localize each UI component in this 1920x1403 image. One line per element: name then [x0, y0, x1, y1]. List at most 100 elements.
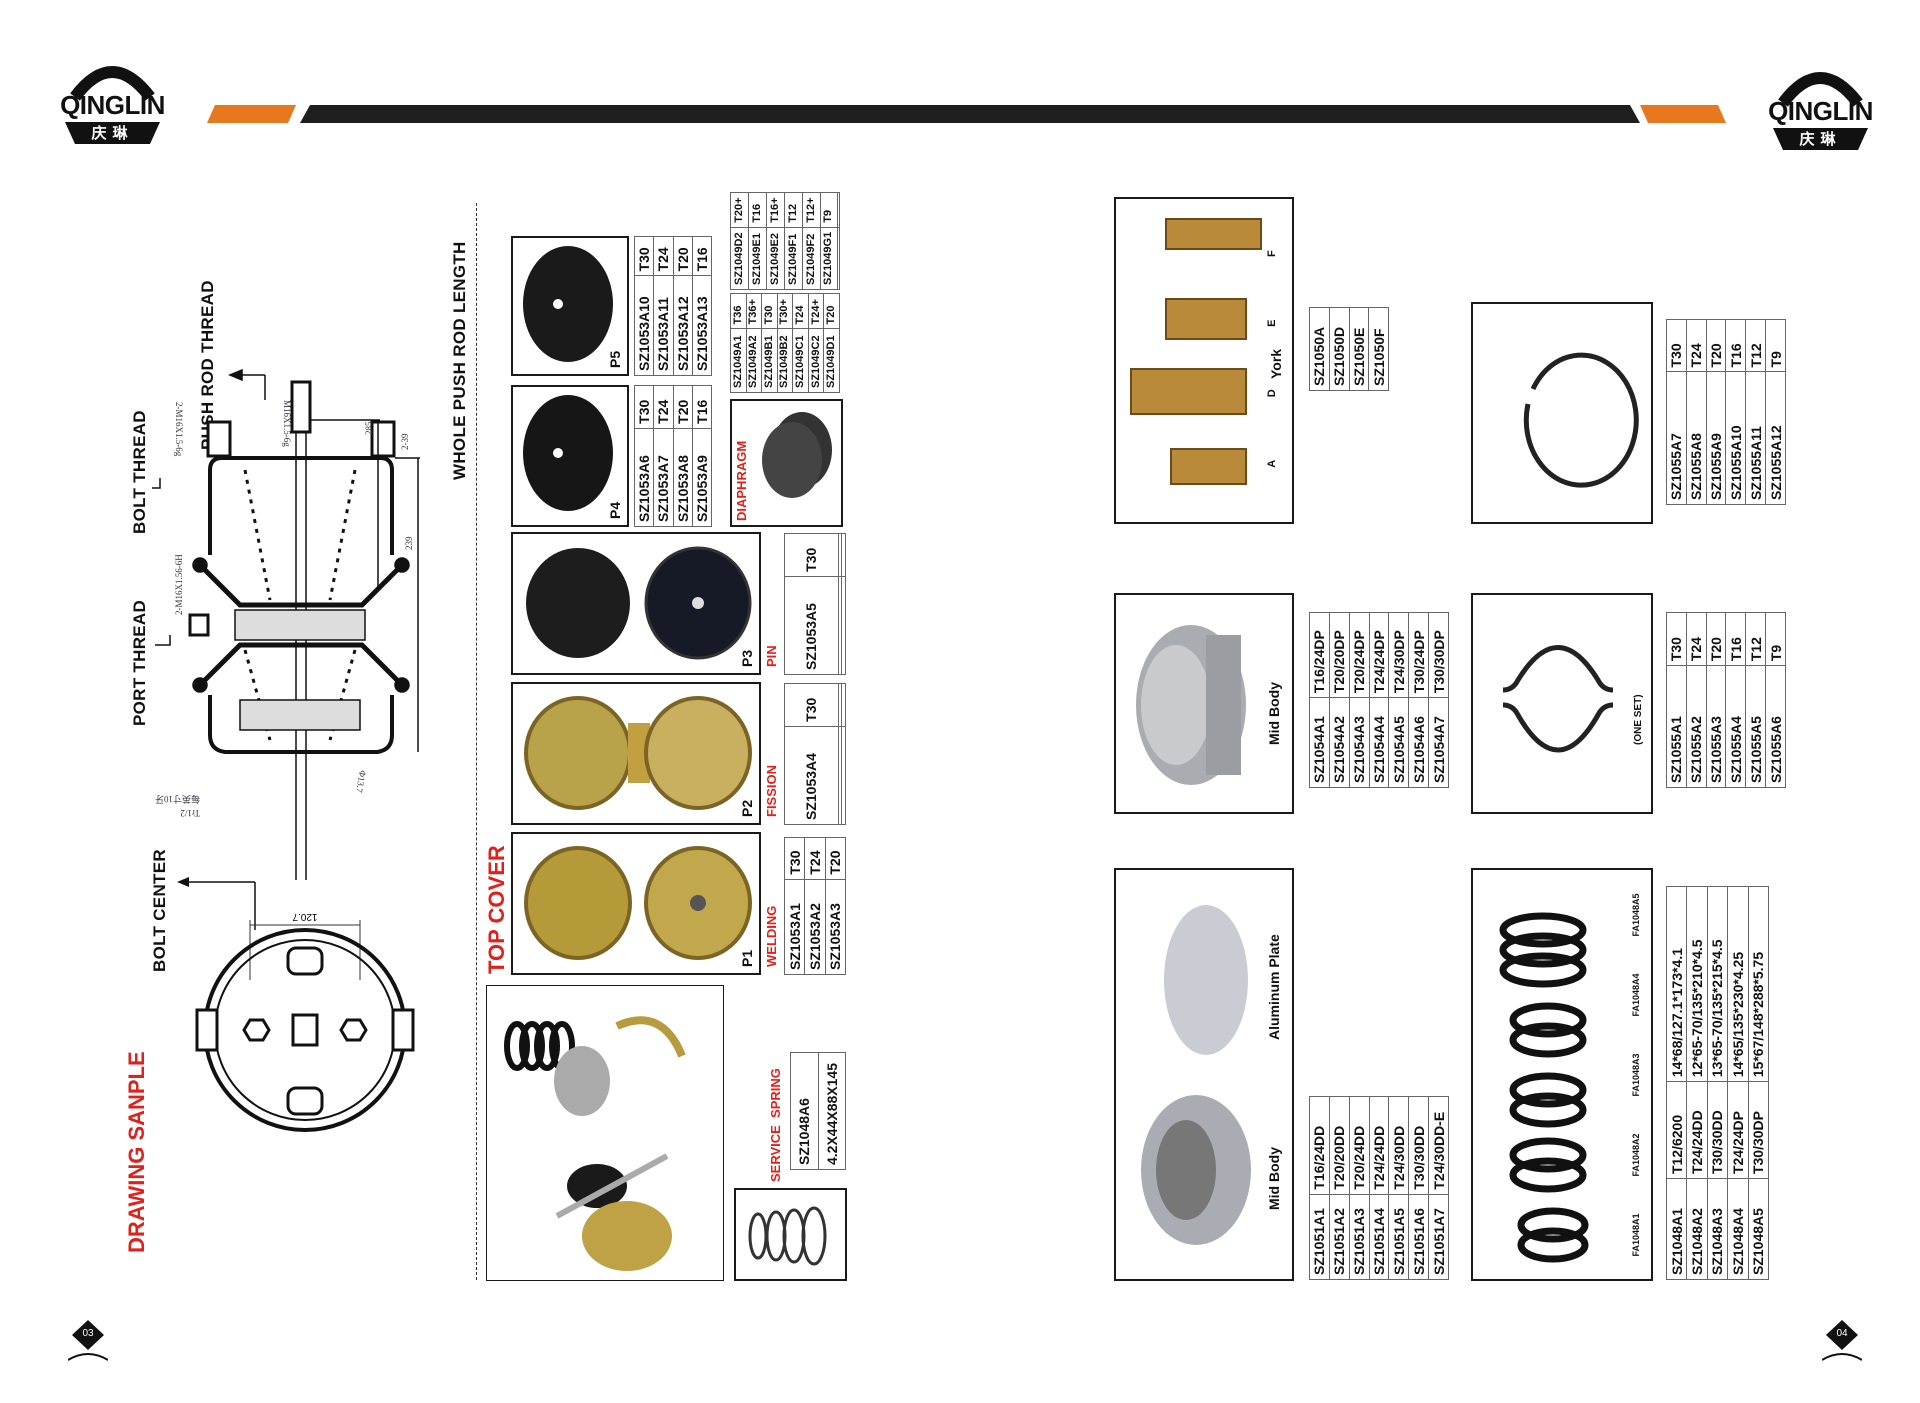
table-cell: SZ1049E2	[766, 227, 785, 290]
table-cell: T24	[792, 293, 809, 329]
table-cell: SZ1050D	[1329, 307, 1349, 391]
p3-label: P3	[739, 649, 755, 667]
table-cell: SZ1055A5	[1745, 665, 1766, 788]
table-cell: T16/24DD	[1309, 1096, 1330, 1195]
table-cell: SZ1054A7	[1428, 697, 1449, 788]
table-cell: T24/24DP	[1369, 612, 1389, 698]
drawing-title: DRAWING SANPLE	[124, 1051, 149, 1253]
page-number: 03	[82, 1328, 94, 1339]
table-row	[837, 192, 840, 290]
table-cell: SZ1051A3	[1349, 1194, 1370, 1280]
table-cell: 15*67/148*288*5.75	[1748, 886, 1769, 1082]
springs-photo-box: FA1048A1 FA1048A2 FA1048A3 FA1048A4 FA10…	[1471, 868, 1653, 1281]
table-cell: SZ1053A2	[804, 879, 826, 975]
table-cell: SZ1048A2	[1686, 1178, 1708, 1280]
york-letter: D	[1266, 389, 1278, 398]
mid-body-dp-photo-box: Mid Body	[1114, 593, 1294, 814]
table-cell: SZ1049B2	[777, 328, 793, 393]
table-cell: SZ1055A1	[1666, 665, 1687, 788]
table-row: SZ1050F	[1368, 307, 1389, 391]
label-bolt-thread: BOLT THREAD	[130, 410, 149, 534]
ring-single-photo-box	[1471, 302, 1653, 524]
table-cell: SZ1055A3	[1706, 665, 1726, 788]
table-cell: 12*65-70/135*210*4.5	[1686, 886, 1708, 1082]
table-cell: T30/30DD	[1707, 1081, 1728, 1179]
table-cell: SZ1053A8	[673, 428, 693, 527]
table-cell: SZ1055A6	[1765, 665, 1786, 788]
table-cell: T16	[692, 385, 712, 429]
brand-chinese: 庆琳	[1799, 131, 1842, 148]
table-cell	[841, 533, 846, 577]
table-cell: T20	[1706, 612, 1726, 666]
p3-photo-box: P3	[511, 532, 761, 675]
table-cell: SZ1053A13	[692, 275, 712, 376]
table-cell: T30	[1666, 319, 1687, 372]
table-cell: SZ1054A5	[1388, 697, 1409, 788]
table-cell: SZ1048A5	[1748, 1178, 1769, 1280]
bolt-thread-dim: 2-M16X1.5-6g	[174, 402, 184, 457]
table-cell: T9	[1765, 612, 1786, 666]
table-cell: T20	[1706, 319, 1726, 372]
mid-body-dp-title: Mid Body	[1266, 682, 1282, 745]
p4-label: P4	[607, 501, 623, 519]
diaphragm-title: DIAPHRAGM	[734, 440, 749, 521]
table-cell: 13*65-70/135*215*4.5	[1707, 886, 1728, 1082]
table-cell: T20/20DD	[1329, 1096, 1350, 1195]
divider-dashed	[476, 203, 477, 1280]
bolt-center-dim: 120.7	[292, 911, 317, 922]
table-row: SZ1050A	[1309, 307, 1330, 391]
table-row: 4.2X44X88X145	[818, 1052, 846, 1170]
p5-cover-image	[523, 246, 613, 362]
table-cell: T9	[1765, 319, 1786, 372]
table-cell: SZ1051A5	[1388, 1194, 1409, 1280]
table-cell: T24	[804, 837, 826, 880]
table-cell: SZ1055A10	[1725, 371, 1746, 505]
table-cell: SZ1053A11	[653, 275, 673, 376]
table-cell: SZ1050A	[1309, 307, 1330, 391]
table-row	[841, 533, 846, 675]
table-cell: SZ1050F	[1368, 307, 1389, 391]
table-cell: SZ1053A5	[784, 576, 839, 675]
table-cell: T30	[784, 837, 805, 880]
table-cell: SZ1050E	[1349, 307, 1369, 391]
label-port-thread: PORT THREAD	[130, 599, 149, 726]
york-photo-box: A D E F York	[1114, 197, 1294, 524]
rod-length-dim: 285	[364, 421, 374, 435]
service-spring-photo-box	[734, 1188, 847, 1281]
table-cell: T20+	[730, 192, 749, 228]
table-cell: T24/30DD	[1388, 1096, 1409, 1195]
page-number-right: 04	[1821, 1318, 1863, 1362]
table-cell: SZ1049D2	[730, 227, 749, 290]
p2-label: P2	[739, 799, 755, 817]
service-spring-image	[748, 1206, 827, 1266]
table-cell: SZ1051A6	[1408, 1194, 1429, 1280]
spring-label: FA1048A4	[1631, 973, 1641, 1017]
page-marker-icon	[67, 1320, 109, 1361]
